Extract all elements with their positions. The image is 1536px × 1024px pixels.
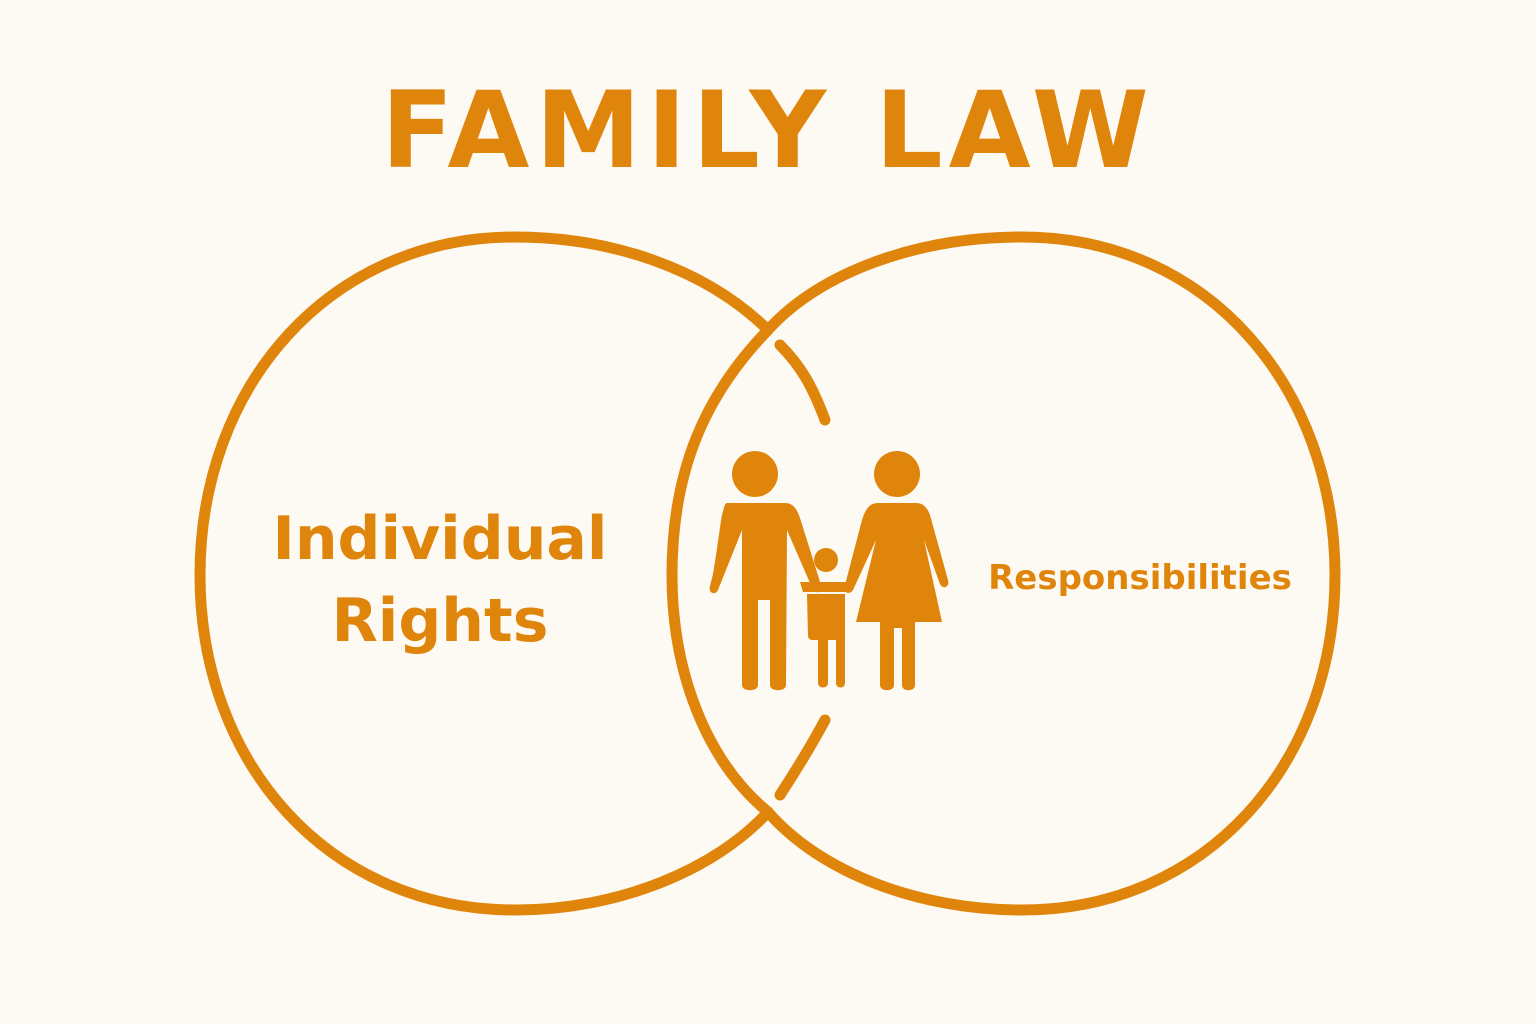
page-title: FAMILY LAW [381, 69, 1155, 192]
left-circle-arc-top [774, 339, 831, 426]
right-circle [666, 231, 1341, 916]
left-label-line2: Rights [331, 586, 549, 656]
family-icon [709, 451, 949, 691]
woman-figure-icon [844, 451, 949, 691]
child-figure-icon [800, 548, 852, 688]
individual-rights-label: Individual Rights [230, 498, 650, 662]
left-label-line1: Individual [272, 504, 608, 574]
left-circle-arc-bottom [774, 714, 831, 801]
left-circle [194, 231, 774, 916]
man-figure-icon [709, 451, 822, 691]
responsibilities-label: Responsibilities [988, 558, 1292, 598]
